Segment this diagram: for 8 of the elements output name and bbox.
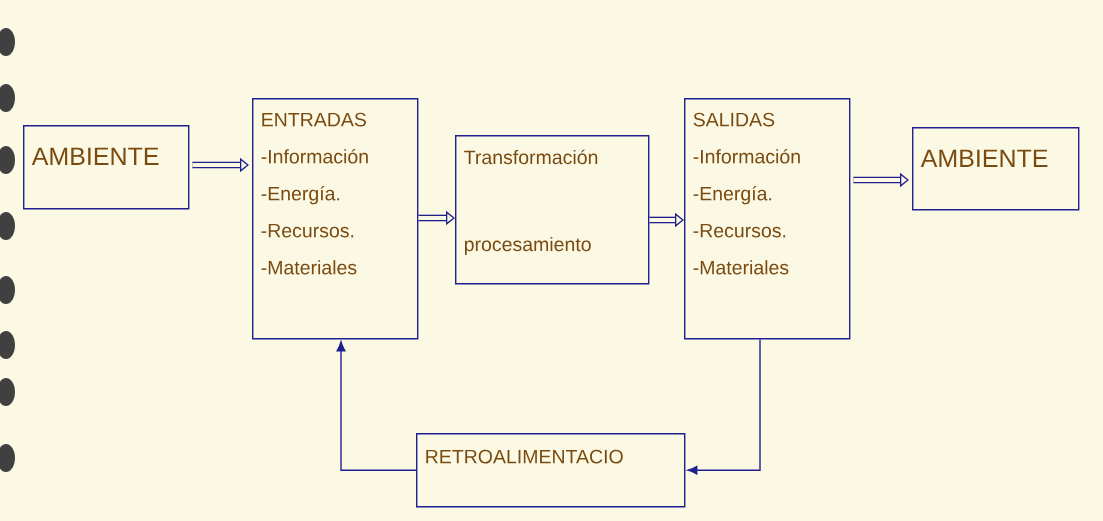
process-box: SALIDAS -Información -Energía. -Recursos. -Materiales bbox=[684, 98, 851, 340]
process-box: RETROALIMENTACIO bbox=[416, 433, 686, 508]
process-box: AMBIENTE bbox=[912, 127, 1080, 211]
process-box: AMBIENTE bbox=[23, 125, 190, 210]
process-box: ENTRADAS -Información -Energía. -Recursos. -Materiales bbox=[252, 98, 419, 340]
arrow bbox=[336, 341, 417, 471]
arrow bbox=[687, 338, 761, 475]
process-box: Transformación procesamiento bbox=[455, 135, 650, 285]
